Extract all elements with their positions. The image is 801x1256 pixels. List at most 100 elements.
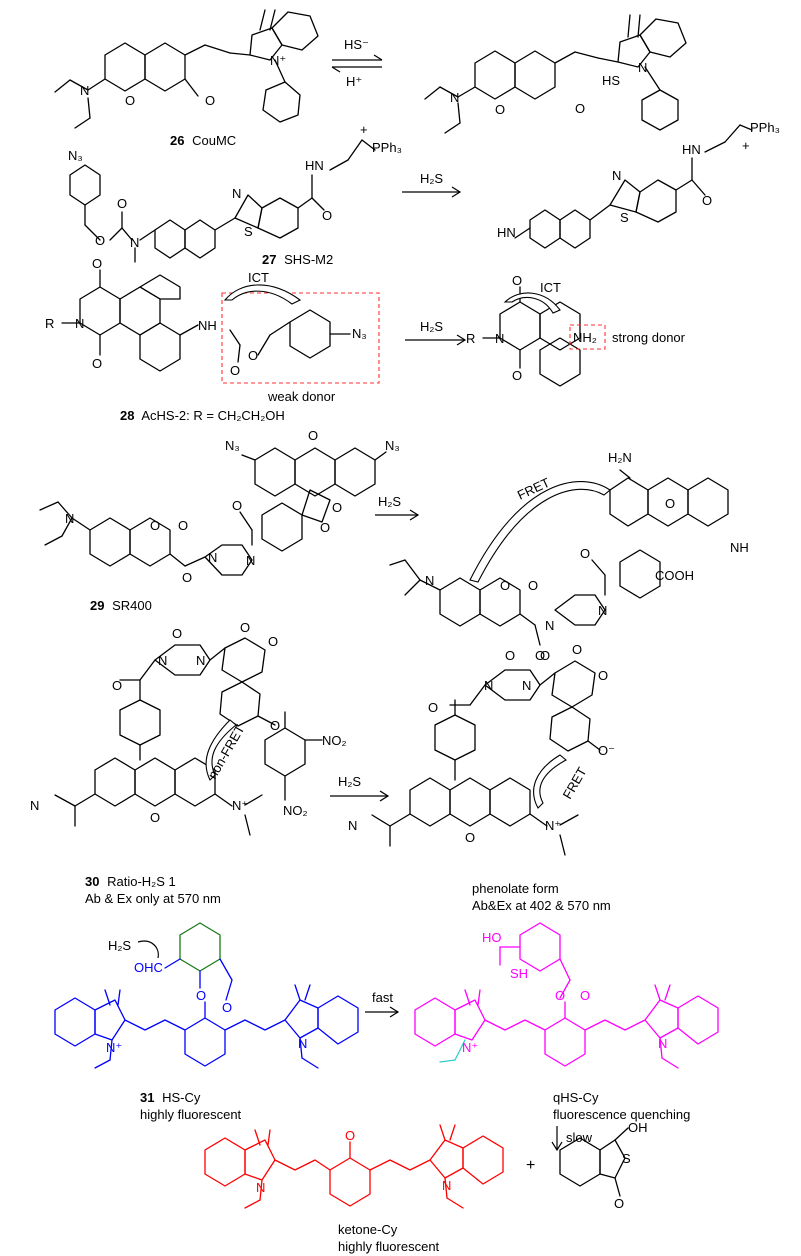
- ict-curved-arrow: [503, 292, 561, 314]
- atom-nh: NH: [198, 318, 217, 333]
- reagent-h2s: H₂S: [378, 494, 401, 509]
- compound-31-number: 31: [140, 1090, 154, 1105]
- atom-n: N: [75, 316, 84, 331]
- reagent-h2s: H₂S: [108, 938, 131, 953]
- atom-n: N: [638, 60, 647, 75]
- atom-n: N: [158, 653, 167, 668]
- atom-o: O: [512, 368, 522, 383]
- atom-n: N: [232, 186, 241, 201]
- atom-n: N: [196, 653, 205, 668]
- atom-plus: +: [360, 122, 368, 137]
- atom-o: O: [598, 668, 608, 683]
- reagent-h2s: H₂S: [420, 319, 443, 334]
- reagent-h2s: H₂S: [420, 171, 443, 186]
- compound-26-structure: [54, 9, 319, 129]
- compound-28-name: AcHS-2: R = CH₂CH₂OH: [141, 408, 284, 423]
- reaction-fast-label: fast: [372, 990, 393, 1005]
- compound-26-adduct-structure: [424, 14, 687, 134]
- compound-28-label: 28 AcHS-2: R = CH₂CH₂OH: [120, 408, 285, 423]
- atom-o: O: [248, 348, 258, 363]
- compound-27-number: 27: [262, 252, 276, 267]
- non-fret-curved-arrow: [205, 719, 237, 781]
- compound-26-label: 26 CouMC: [170, 133, 236, 148]
- compound-31-note: highly fluorescent: [140, 1107, 242, 1122]
- compound-30-label: 30 Ratio-H₂S 1: [85, 874, 176, 889]
- compound-27-label: 27 SHS-M2: [262, 252, 333, 267]
- atom-o: O: [702, 193, 712, 208]
- atom-n: N: [495, 331, 504, 346]
- reagent-hs-minus: HS⁻: [344, 37, 369, 52]
- atom-r: R: [45, 316, 54, 331]
- atom-o: O: [308, 428, 318, 443]
- atom-n: N: [598, 603, 607, 618]
- atom-h2n: H₂N: [608, 450, 632, 465]
- compound-26-number: 26: [170, 133, 184, 148]
- atom-n: N: [612, 168, 621, 183]
- atom-o: O: [117, 196, 127, 211]
- compound-30p-name: phenolate form: [472, 881, 559, 896]
- atom-o: O: [270, 718, 280, 733]
- atom-n: N: [130, 235, 139, 250]
- atom-n-plus: N⁺: [232, 798, 248, 813]
- atom-o: O: [528, 578, 538, 593]
- atom-o: O: [125, 93, 135, 108]
- atom-o: O: [614, 1196, 624, 1211]
- atom-o: O: [465, 830, 475, 845]
- atom-n-plus: N⁺: [106, 1040, 122, 1055]
- atom-hn: HN: [497, 225, 516, 240]
- compound-29-structure: [39, 447, 387, 576]
- compound-31-label: 31 HS-Cy: [140, 1090, 201, 1105]
- atom-hn: HN: [305, 158, 324, 173]
- atom-o: O: [665, 496, 675, 511]
- ict-curved-arrow: [223, 284, 302, 305]
- compound-28-structure: [61, 269, 351, 372]
- compound-27-name: SHS-M2: [284, 252, 333, 267]
- atom-plus: +: [742, 138, 750, 153]
- atom-r: R: [466, 331, 475, 346]
- atom-o: O: [182, 570, 192, 585]
- atom-n: N: [80, 83, 89, 98]
- atom-o: O: [540, 648, 550, 663]
- atom-o: O: [230, 363, 240, 378]
- ketone-cy-structure: [204, 1124, 504, 1209]
- atom-o: O: [268, 634, 278, 649]
- atom-o: O: [580, 988, 590, 1003]
- atom-n: N: [450, 90, 459, 105]
- atom-o: O: [92, 256, 102, 271]
- reagent-h2s: H₂S: [338, 774, 361, 789]
- atom-n: N: [425, 573, 434, 588]
- compound-30-note: Ab & Ex only at 570 nm: [85, 891, 221, 906]
- atom-s: S: [620, 210, 629, 225]
- atom-n3: N₃: [68, 148, 83, 163]
- plus-sign: +: [526, 1157, 535, 1174]
- atom-hs: HS: [602, 73, 620, 88]
- atom-o: O: [332, 500, 342, 515]
- atom-n: N: [246, 553, 255, 568]
- atom-o: O: [495, 102, 505, 117]
- atom-n: N: [208, 550, 217, 565]
- atom-sh: SH: [510, 966, 528, 981]
- arrow-head: [389, 1006, 400, 1018]
- fret-label: FRET: [560, 765, 590, 802]
- atom-o: O: [428, 700, 438, 715]
- compound-30-number: 30: [85, 874, 99, 889]
- atom-n-plus: N⁺: [545, 818, 561, 833]
- atom-oh: OH: [628, 1120, 648, 1135]
- atom-no2: NO₂: [322, 733, 347, 748]
- compound-28-product-structure: [482, 286, 581, 387]
- fret-curved-arrow: [469, 480, 611, 583]
- atom-o: O: [320, 520, 330, 535]
- atom-s: S: [622, 1151, 631, 1166]
- atom-n-plus: N⁺: [270, 53, 286, 68]
- strong-donor-box: [569, 324, 606, 350]
- reagent-h-plus: H⁺: [346, 74, 362, 89]
- atom-n3: N₃: [385, 438, 400, 453]
- atom-o: O: [150, 518, 160, 533]
- compound-26-name: CouMC: [192, 133, 236, 148]
- atom-n: N: [442, 1178, 451, 1193]
- atom-n: N: [545, 618, 554, 633]
- atom-s: S: [244, 224, 253, 239]
- compound-29-number: 29: [90, 598, 104, 613]
- compound-30-product-structure: [371, 660, 601, 856]
